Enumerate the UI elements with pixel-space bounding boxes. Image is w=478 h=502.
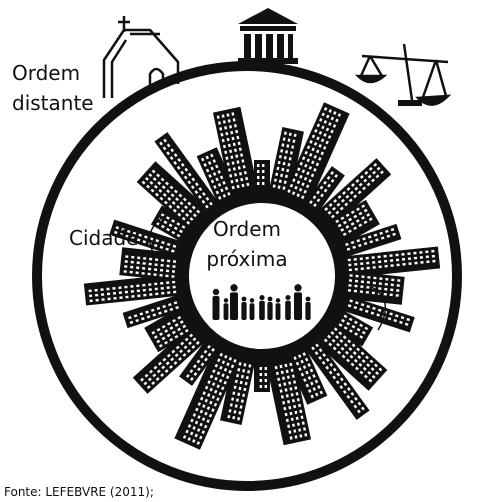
source-caption: Fonte: LEFEBVRE (2011); xyxy=(4,484,154,500)
near-order-label: Ordem próxima xyxy=(195,214,299,274)
family-member xyxy=(213,289,220,320)
family-member xyxy=(259,295,265,320)
family-member xyxy=(285,295,291,320)
family-member xyxy=(276,298,281,320)
near-order-label-line2: próxima xyxy=(195,244,299,274)
outer-order-label-line2: distante xyxy=(12,88,94,118)
skyline-building xyxy=(254,358,270,392)
family-member xyxy=(294,284,302,320)
government-building-icon xyxy=(238,8,298,64)
city-label: Cidade xyxy=(69,226,138,250)
outer-order-label-line1: Ordem xyxy=(12,58,94,88)
family-member xyxy=(241,297,246,320)
family-member xyxy=(250,298,255,320)
near-order-label-line1: Ordem xyxy=(195,214,299,244)
outer-order-label: Ordem distante xyxy=(12,58,94,118)
family-member xyxy=(230,284,238,320)
family-member xyxy=(305,297,310,320)
family-member xyxy=(267,297,272,320)
family-member xyxy=(224,298,229,320)
justice-scale-icon xyxy=(358,44,448,106)
